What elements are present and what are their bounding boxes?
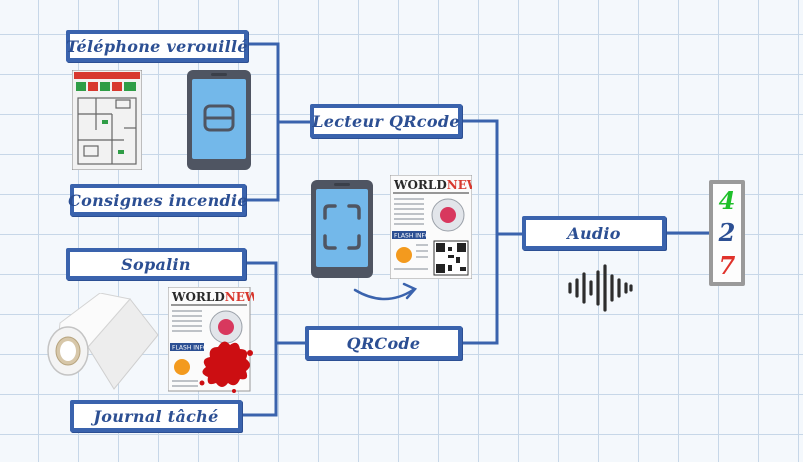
qr-scanner-phone-icon: [311, 180, 373, 278]
line-lecteur: [460, 119, 524, 236]
label-telephone-verouille: Téléphone verouillé: [66, 30, 248, 62]
line-journal: [240, 341, 278, 417]
newspaper-icon: WORLDNEWS FLASH INFO: [390, 175, 472, 279]
locked-phone-icon: [187, 70, 251, 170]
line-sopalin: [244, 261, 307, 345]
label-journal-tache: Journal tâché: [70, 400, 242, 432]
masthead-news: NEWS: [447, 178, 472, 192]
stained-newspaper-icon: WORLDNEWS FLASH INFO: [168, 287, 254, 393]
masthead-world-2: WORLD: [171, 290, 225, 304]
flash-info-text: FLASH INFO: [394, 233, 430, 240]
svg-text:WORLDNEWS: WORLDNEWS: [393, 178, 472, 192]
label-lecteur-qrcode: Lecteur QRcode: [310, 104, 462, 138]
label-qrcode: QRCode: [305, 326, 462, 360]
code-digit-1: 4: [718, 185, 736, 215]
masthead-world: WORLD: [393, 178, 447, 192]
line-telephone: [246, 42, 312, 124]
qr-code-icon: [433, 240, 469, 276]
code-digit-3: 7: [718, 251, 736, 281]
line-qrcode: [460, 232, 499, 345]
code-display: 4 2 7: [709, 180, 745, 286]
fire-safety-poster-icon: [72, 70, 142, 170]
masthead-news-2: NEWS: [225, 290, 254, 304]
svg-text:WORLDNEWS: WORLDNEWS: [171, 290, 254, 304]
label-sopalin: Sopalin: [66, 248, 246, 280]
line-consignes: [242, 120, 280, 202]
label-audio: Audio: [522, 216, 666, 250]
label-consignes-incendie: Consignes incendie: [68, 184, 248, 216]
audio-wave-icon: [568, 264, 633, 312]
paper-towel-roll-icon: [47, 293, 159, 390]
red-stain: [202, 341, 250, 387]
code-digit-2: 2: [718, 218, 736, 248]
flash-info-text-2: FLASH INFO: [172, 345, 208, 352]
curved-arrow: [353, 288, 415, 301]
